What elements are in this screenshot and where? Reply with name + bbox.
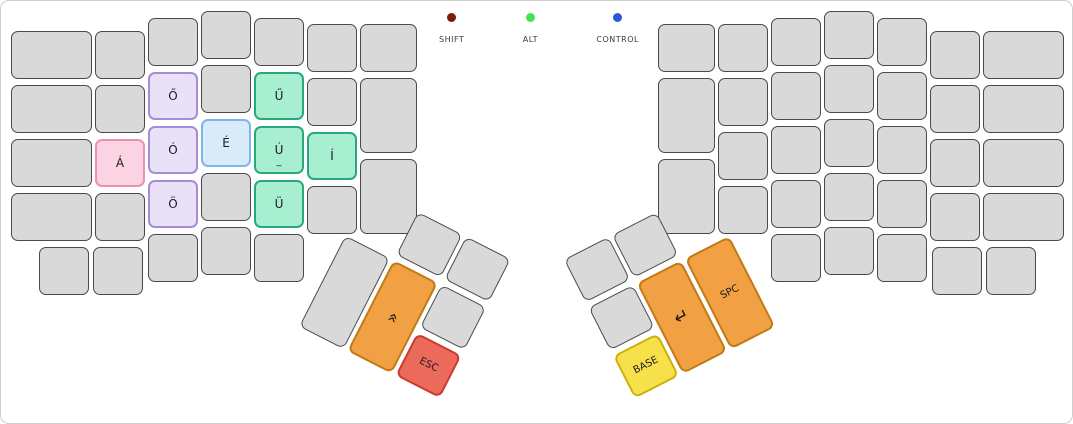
legend-dot-alt [525, 13, 535, 22]
key-label: Ü [274, 197, 284, 211]
key-label: BASE [631, 354, 661, 377]
key-blank[interactable] [39, 247, 89, 295]
key-o-umlaut[interactable]: Ö [148, 180, 198, 228]
key-blank[interactable] [983, 31, 1064, 79]
key-blank[interactable] [360, 24, 417, 72]
key-label: É [222, 136, 230, 150]
key-blank[interactable] [658, 24, 715, 72]
key-blank[interactable] [307, 78, 357, 126]
key-blank[interactable] [986, 247, 1036, 295]
legend-item-control: CONTROL [596, 13, 639, 44]
key-blank[interactable] [201, 65, 251, 113]
key-blank[interactable] [307, 24, 357, 72]
key-blank[interactable] [201, 11, 251, 59]
key-blank[interactable] [95, 85, 145, 133]
key-label: SPC [718, 282, 741, 302]
key-label: Á [115, 156, 125, 170]
key-blank[interactable] [771, 234, 821, 282]
key-u-double-acute[interactable]: Ű [254, 72, 304, 120]
legend-item-alt: ALT [523, 13, 538, 44]
key-label: ESC [417, 355, 440, 375]
key-o-acute[interactable]: Ó [148, 126, 198, 174]
key-blank[interactable] [658, 159, 715, 234]
key-blank[interactable] [824, 65, 874, 113]
key-blank[interactable] [148, 18, 198, 66]
key-blank[interactable] [983, 85, 1064, 133]
key-blank[interactable] [877, 72, 927, 120]
key-blank[interactable] [201, 173, 251, 221]
key-i-acute[interactable]: Í [307, 132, 357, 180]
key-blank[interactable] [93, 247, 143, 295]
key-blank[interactable] [360, 159, 417, 234]
key-blank[interactable] [718, 24, 768, 72]
key-blank[interactable] [877, 18, 927, 66]
key-blank[interactable] [771, 126, 821, 174]
key-blank[interactable] [718, 132, 768, 180]
key-blank[interactable] [254, 18, 304, 66]
key-blank[interactable] [254, 234, 304, 282]
key-blank[interactable] [983, 193, 1064, 241]
key-blank[interactable] [930, 193, 980, 241]
key-blank[interactable] [771, 18, 821, 66]
key-blank[interactable] [824, 119, 874, 167]
key-blank[interactable] [307, 186, 357, 234]
key-blank[interactable] [932, 247, 982, 295]
key-blank[interactable] [877, 234, 927, 282]
key-blank[interactable] [95, 31, 145, 79]
key-blank[interactable] [11, 31, 92, 79]
key-blank[interactable] [201, 227, 251, 275]
key-a-acute[interactable]: Á [95, 139, 145, 187]
legend-dot-control [613, 13, 623, 22]
legend-label-shift: SHIFT [439, 35, 465, 44]
key-blank[interactable] [824, 173, 874, 221]
key-blank[interactable] [877, 126, 927, 174]
key-label: « [381, 307, 405, 327]
key-label: Ó [168, 143, 178, 157]
key-blank[interactable] [11, 85, 92, 133]
key-label: Ű [274, 89, 284, 103]
key-sublabel: _ [276, 156, 282, 167]
key-u-acute[interactable]: Ú_ [254, 126, 304, 174]
key-u-umlaut[interactable]: Ü [254, 180, 304, 228]
key-blank[interactable] [11, 139, 92, 187]
key-label: Ö [168, 197, 178, 211]
key-label: Ő [168, 89, 178, 103]
key-blank[interactable] [95, 193, 145, 241]
key-label: Ú [274, 143, 284, 157]
key-blank[interactable] [658, 78, 715, 153]
key-label: Í [330, 149, 334, 163]
key-label: ↵ [670, 304, 694, 330]
key-blank[interactable] [877, 180, 927, 228]
key-o-double-acute[interactable]: Ő [148, 72, 198, 120]
key-blank[interactable] [360, 78, 417, 153]
key-blank[interactable] [930, 139, 980, 187]
key-blank[interactable] [148, 234, 198, 282]
legend-label-control: CONTROL [596, 35, 639, 44]
key-blank[interactable] [771, 72, 821, 120]
key-blank[interactable] [930, 85, 980, 133]
key-blank[interactable] [718, 186, 768, 234]
key-blank[interactable] [824, 227, 874, 275]
key-blank[interactable] [771, 180, 821, 228]
key-blank[interactable] [983, 139, 1064, 187]
modifier-legend: SHIFT ALT CONTROL [439, 13, 639, 44]
legend-dot-shift [447, 13, 457, 22]
key-blank[interactable] [930, 31, 980, 79]
legend-item-shift: SHIFT [439, 13, 464, 44]
key-blank[interactable] [824, 11, 874, 59]
key-blank[interactable] [718, 78, 768, 126]
key-blank[interactable] [11, 193, 92, 241]
legend-label-alt: ALT [522, 35, 538, 44]
key-e-acute[interactable]: É [201, 119, 251, 167]
